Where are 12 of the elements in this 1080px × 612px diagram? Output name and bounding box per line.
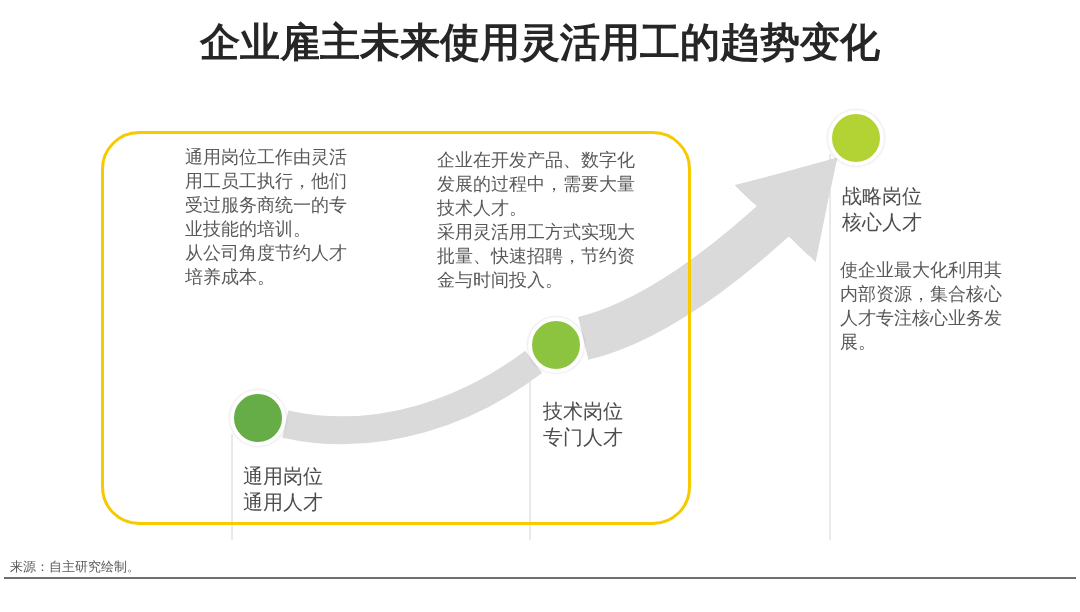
page-title: 企业雇主未来使用灵活用工的趋势变化: [200, 18, 880, 66]
trend-band: [282, 350, 542, 445]
source-note: 来源：自主研究绘制。: [10, 559, 140, 575]
stage-label: 技术岗位专门人才: [543, 398, 624, 450]
stage-label: 通用岗位通用人才: [243, 463, 324, 515]
description-text: 企业在开发产品、数字化发展的过程中，需要大量技术人才。: [437, 148, 636, 220]
description-text: 采用灵活用工方式实现大批量、快速招聘，节约资金与时间投入。: [437, 220, 636, 292]
stage-label: 战略岗位核心人才: [842, 183, 923, 235]
rounded-frame: [101, 131, 691, 525]
description-text: 从公司角度节约人才培养成本。: [185, 241, 348, 289]
description-text: 使企业最大化利用其内部资源，集合核心人才专注核心业务发展。: [840, 258, 1003, 354]
description-text: 通用岗位工作由灵活用工员工执行，他们受过服务商统一的专业技能的培训。: [185, 145, 348, 241]
